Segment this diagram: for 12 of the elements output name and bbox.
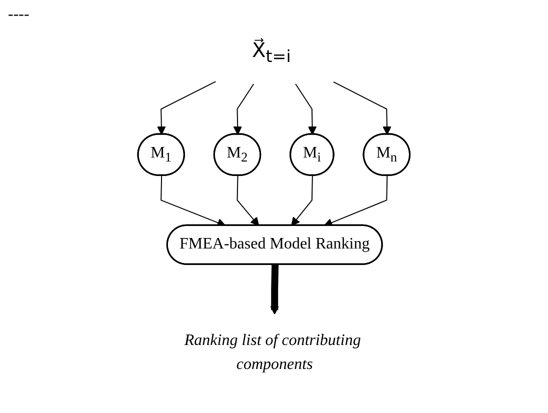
arrow [233, 84, 254, 136]
node-text: Ranking list of contributing components [184, 332, 361, 374]
arrow [270, 265, 280, 315]
arrow [157, 82, 216, 136]
ellipsis-text: ---- [8, 6, 30, 24]
arrow [236, 176, 260, 226]
arrow [324, 176, 388, 228]
arrow [160, 176, 226, 228]
arrow [295, 84, 317, 136]
arrow [291, 176, 314, 226]
node-text: X⃗$_{t=i}$ [252, 38, 291, 66]
arrow [333, 82, 392, 136]
